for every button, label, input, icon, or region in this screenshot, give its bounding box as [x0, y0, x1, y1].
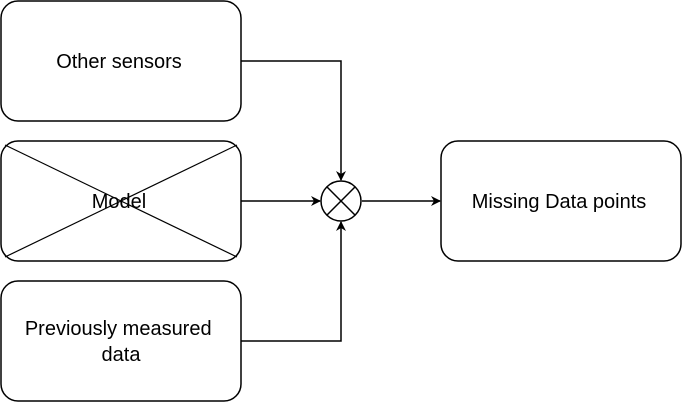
circle-x-icon — [320, 180, 362, 222]
node-previously-measured-box — [0, 280, 242, 402]
node-missing-data-box — [440, 140, 682, 262]
node-other-sensors: Other sensors — [0, 0, 242, 122]
node-missing-data-label: Missing Data points — [472, 191, 647, 213]
node-previously-measured-label-line-2: data — [102, 344, 142, 366]
node-previously-measured: Previously measured data — [0, 280, 242, 402]
node-previously-measured-label-line-1: Previously measured — [25, 318, 212, 340]
node-missing-data: Missing Data points — [440, 140, 682, 262]
node-previously-measured-label: Previously measured data — [25, 318, 217, 366]
node-other-sensors-label: Other sensors — [56, 51, 182, 73]
node-model-label: Model — [92, 191, 146, 213]
edge-previously-measured-to-combiner — [241, 221, 346, 342]
edge-other-sensors-to-combiner — [241, 60, 346, 181]
node-model: Model — [0, 140, 242, 262]
model-cross-line-2 — [4, 144, 238, 258]
